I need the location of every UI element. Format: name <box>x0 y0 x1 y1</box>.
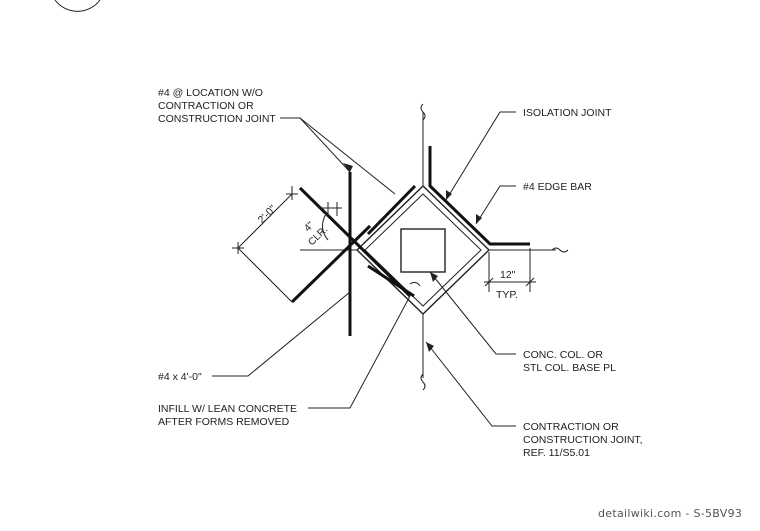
label-location-bar-1: #4 @ LOCATION W/O <box>158 87 263 99</box>
dim-2ft-line <box>237 193 293 249</box>
watermark: detailwiki.com - S-5BV93 <box>598 507 742 520</box>
dim-2ft-label: 2'-0" <box>256 203 279 226</box>
joint-marker <box>409 281 421 287</box>
edge-bar-top-right <box>428 146 530 246</box>
label-column-1: CONC. COL. OR <box>523 349 603 361</box>
leader-contraction <box>425 341 516 427</box>
label-contraction-2: CONSTRUCTION JOINT, <box>523 434 643 446</box>
edge-bar-top-left <box>366 184 417 236</box>
leader-location-bar-b <box>299 117 396 195</box>
arrow-edge-bar <box>476 214 482 224</box>
label-contraction-3: REF. 11/S5.01 <box>523 447 590 459</box>
label-location-bar-2: CONTRACTION OR <box>158 100 254 112</box>
leader-bar-4x4 <box>212 291 351 377</box>
leader-location-bar <box>280 117 351 173</box>
column-base-plate <box>400 228 446 273</box>
dim-2ft-ext-a <box>237 247 293 303</box>
detail-circle-arc <box>54 0 101 12</box>
dim-12in-tick-b <box>525 277 535 287</box>
isolation-joint-outline <box>355 185 491 315</box>
arrow-location-a <box>343 163 353 172</box>
label-column-2: STL COL. BASE PL <box>523 362 616 374</box>
arrow-isolation <box>446 190 452 200</box>
break-mark-bottom <box>420 373 426 391</box>
label-contraction-1: CONTRACTION OR <box>523 421 619 433</box>
label-infill-1: INFILL W/ LEAN CONCRETE <box>158 403 297 415</box>
label-edge-bar: #4 EDGE BAR <box>523 181 592 193</box>
arrow-contraction <box>426 342 434 352</box>
break-mark-top <box>420 103 426 121</box>
diagonal-bar-lower <box>290 224 372 304</box>
dim-12in-tick-a <box>484 277 494 287</box>
label-bar-4x4: #4 x 4'-0" <box>158 371 202 383</box>
label-infill-2: AFTER FORMS REMOVED <box>158 416 290 428</box>
leader-edge-bar <box>475 185 516 225</box>
dim-4in-leader <box>322 213 329 241</box>
label-isolation-joint: ISOLATION JOINT <box>523 107 612 119</box>
dim-12in-label: 12" <box>500 269 516 281</box>
leader-column <box>429 271 516 355</box>
leader-isolation-joint <box>445 111 516 201</box>
arrow-column <box>430 272 438 282</box>
isolation-joint-inner-outline <box>364 193 482 307</box>
label-location-bar-3: CONSTRUCTION JOINT <box>158 113 276 125</box>
break-mark-right <box>551 247 569 253</box>
leader-infill <box>308 295 411 409</box>
typ-label: TYP. <box>496 289 518 301</box>
